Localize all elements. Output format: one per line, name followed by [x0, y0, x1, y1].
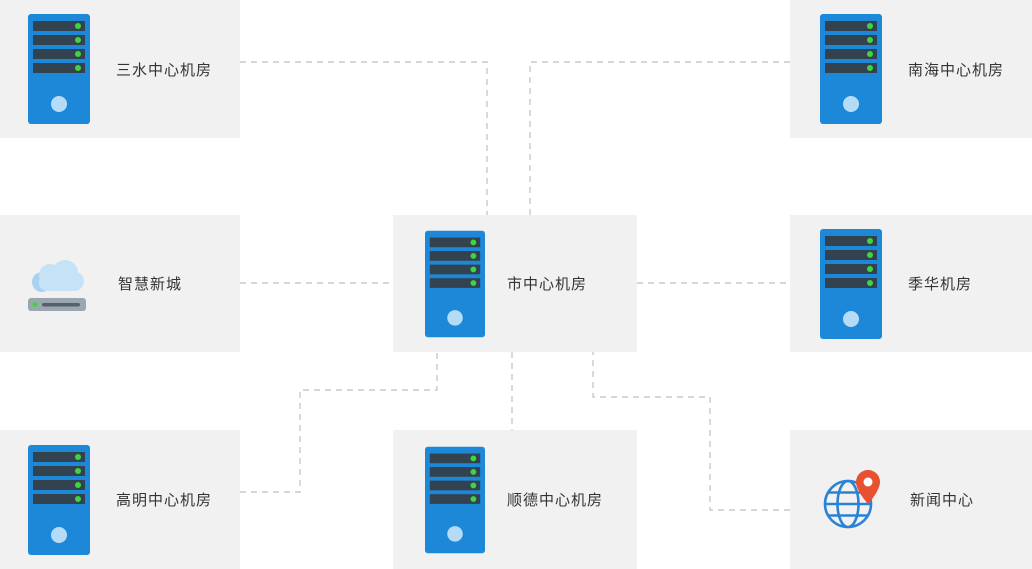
server-icon [820, 228, 882, 339]
node-card-xinwen[interactable]: 新闻中心 [790, 430, 1032, 569]
node-card-shizhongxin[interactable]: 市中心机房 [393, 215, 637, 352]
node-label: 高明中心机房 [116, 492, 213, 509]
globe-pin-icon [820, 468, 884, 532]
node-label: 南海中心机房 [908, 61, 1005, 79]
node-label: 智慧新城 [118, 276, 183, 293]
server-icon [425, 230, 485, 338]
node-label: 市中心机房 [507, 276, 588, 293]
edge-nanhai-center [529, 61, 790, 215]
node-label: 三水中心机房 [116, 61, 213, 79]
server-icon [820, 14, 882, 124]
server-icon [425, 446, 485, 554]
node-card-nanhai[interactable]: 南海中心机房 [790, 0, 1032, 138]
node-label: 新闻中心 [910, 492, 975, 509]
node-card-gaoming[interactable]: 高明中心机房 [0, 430, 240, 569]
edge-gaoming-center [240, 352, 438, 493]
node-card-zhihuixincheng[interactable]: 智慧新城 [0, 215, 240, 352]
cloud-device-icon [26, 254, 90, 314]
node-card-jihua[interactable]: 季华机房 [790, 215, 1032, 352]
server-icon [28, 14, 90, 124]
server-icon [28, 444, 90, 555]
node-card-shunde[interactable]: 顺德中心机房 [393, 430, 637, 569]
node-label: 顺德中心机房 [507, 492, 604, 509]
node-card-sanshui[interactable]: 三水中心机房 [0, 0, 240, 138]
edge-sanshui-center [240, 61, 488, 215]
edge-xinwen-center [592, 352, 790, 511]
node-label: 季华机房 [908, 276, 973, 293]
